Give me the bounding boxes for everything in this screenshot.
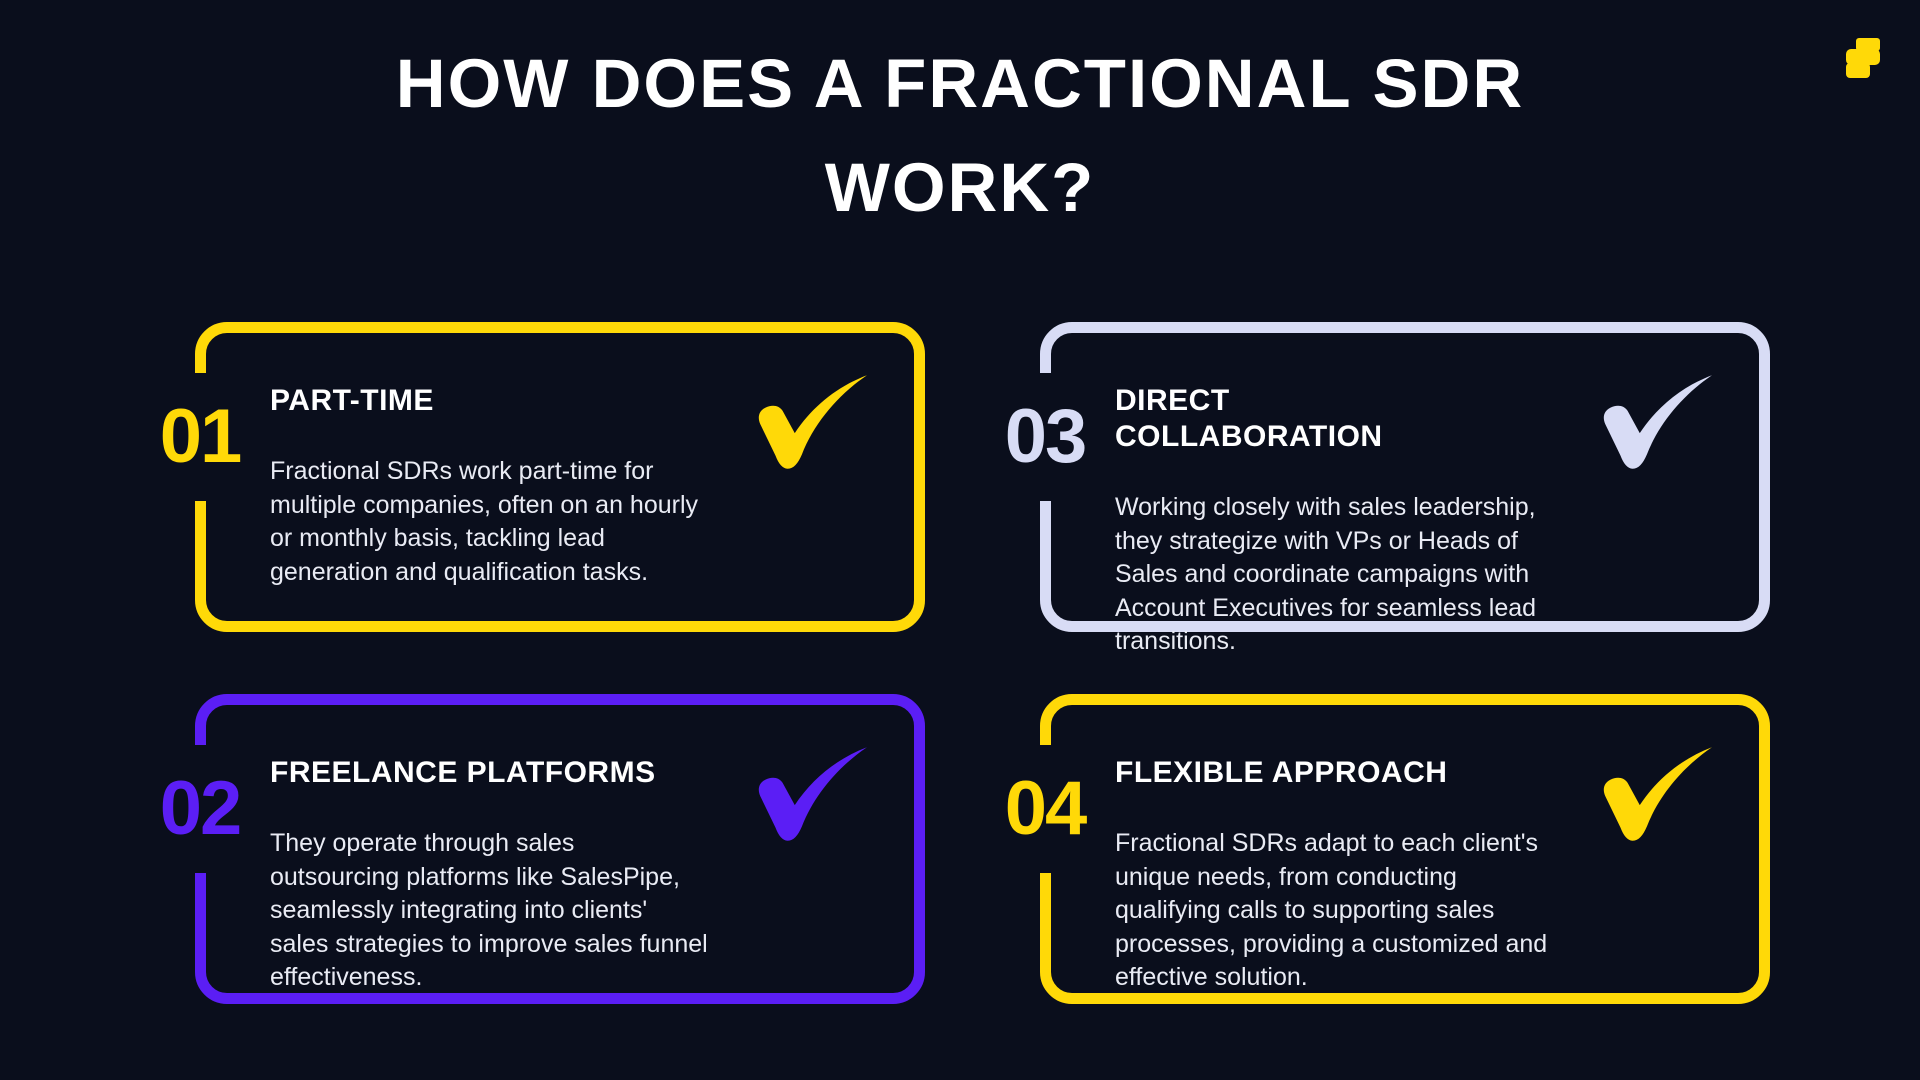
card-content: FLEXIBLE APPROACH Fractional SDRs adapt … (1051, 705, 1611, 995)
card-flexible-approach: 04 FLEXIBLE APPROACH Fractional SDRs ada… (993, 694, 1770, 1004)
card-number: 02 (148, 745, 252, 873)
card-title: FLEXIBLE APPROACH (1115, 756, 1448, 789)
card-number: 03 (993, 373, 1097, 501)
card-number: 01 (148, 373, 252, 501)
card-number: 04 (993, 745, 1097, 873)
card-grid: 01 PART-TIME Fractional SDRs work part-t… (148, 322, 1770, 1004)
checkmark-icon (1603, 747, 1712, 841)
checkmark-icon (1603, 375, 1712, 469)
card-body: Fractional SDRs adapt to each client's u… (1115, 829, 1548, 991)
card-title: DIRECT COLLABORATION (1115, 384, 1383, 453)
checkmark-icon (758, 747, 867, 841)
card-part-time: 01 PART-TIME Fractional SDRs work part-t… (148, 322, 925, 632)
card-title: PART-TIME (270, 384, 434, 417)
s-logo-icon (1846, 38, 1880, 78)
page-title-line-1: HOW DOES A FRACTIONAL SDR (395, 45, 1525, 122)
card-content: DIRECT COLLABORATION Working closely wit… (1051, 333, 1611, 659)
card-body: Fractional SDRs work part-time for multi… (270, 457, 699, 586)
checkmark-icon (758, 375, 867, 469)
card-title: FREELANCE PLATFORMS (270, 756, 656, 789)
page-title-line-2: WORK? (824, 148, 1096, 226)
page-title: HOW DOES A FRACTIONAL SDR WORK? (0, 32, 1920, 239)
card-body: Working closely with sales leadership, t… (1115, 493, 1537, 655)
card-body: They operate through sales outsourcing p… (270, 829, 708, 991)
card-freelance-platforms: 02 FREELANCE PLATFORMS They operate thro… (148, 694, 925, 1004)
card-direct-collaboration: 03 DIRECT COLLABORATION Working closely … (993, 322, 1770, 655)
card-content: FREELANCE PLATFORMS They operate through… (206, 705, 766, 995)
card-content: PART-TIME Fractional SDRs work part-time… (206, 333, 766, 589)
